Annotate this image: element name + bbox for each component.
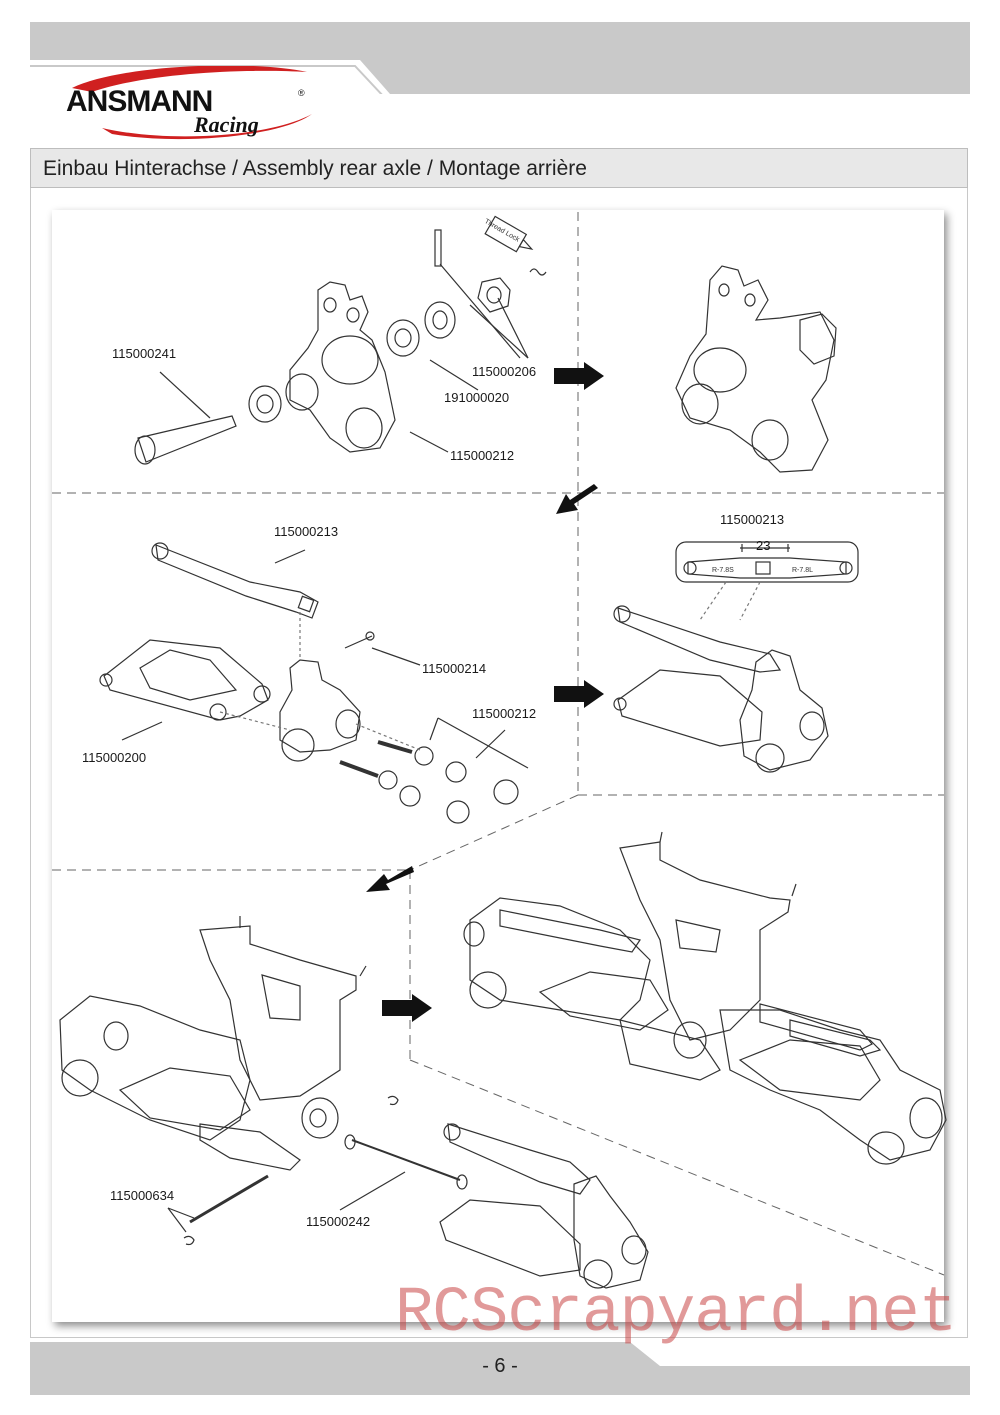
part-label-115000242: 115000242 [306,1214,370,1229]
part-label-115000634: 115000634 [110,1188,174,1203]
step2-assembled-arm [613,541,859,773]
step2-exploded-arm [99,542,529,824]
section-title: Einbau Hinterachse / Assembly rear axle … [43,157,587,180]
part-label-115000212-b: 115000212 [472,706,536,721]
part-label-115000241: 115000241 [112,346,176,361]
threadlock-label: Thread Lock [483,218,521,244]
part-label-115000206: 115000206 [472,364,536,379]
header-banner [30,22,970,94]
step-arrows [366,362,604,1022]
step1-exploded-hub: Thread Lock [134,215,547,465]
part-label-115000212-a: 115000212 [450,448,514,463]
turnbuckle-mark-right: R-7.8L [792,567,813,574]
footer-banner [30,1342,970,1395]
svg-text:ANSMANN: ANSMANN [66,85,212,118]
svg-text:®: ® [298,88,305,98]
step1-assembled-hub [675,265,837,473]
turnbuckle-length: 23 [756,538,770,553]
part-label-191000020: 191000020 [444,390,509,405]
step3-rear-assembly-left [59,916,649,1289]
part-label-115000213-b: 115000213 [720,512,784,527]
step3-rear-assembly-complete [463,831,947,1165]
svg-text:Racing: Racing [193,112,259,137]
part-label-115000214: 115000214 [422,661,486,676]
section-title-bar: Einbau Hinterachse / Assembly rear axle … [30,148,968,188]
turnbuckle-mark-left: R-7.8S [712,567,734,574]
part-label-115000200: 115000200 [82,750,146,765]
part-label-115000213-a: 115000213 [274,524,338,539]
watermark: RCScrapyard.net [395,1278,957,1350]
page-number: - 6 - [482,1355,518,1377]
ansmann-racing-logo: ANSMANN Racing ® [66,66,312,140]
